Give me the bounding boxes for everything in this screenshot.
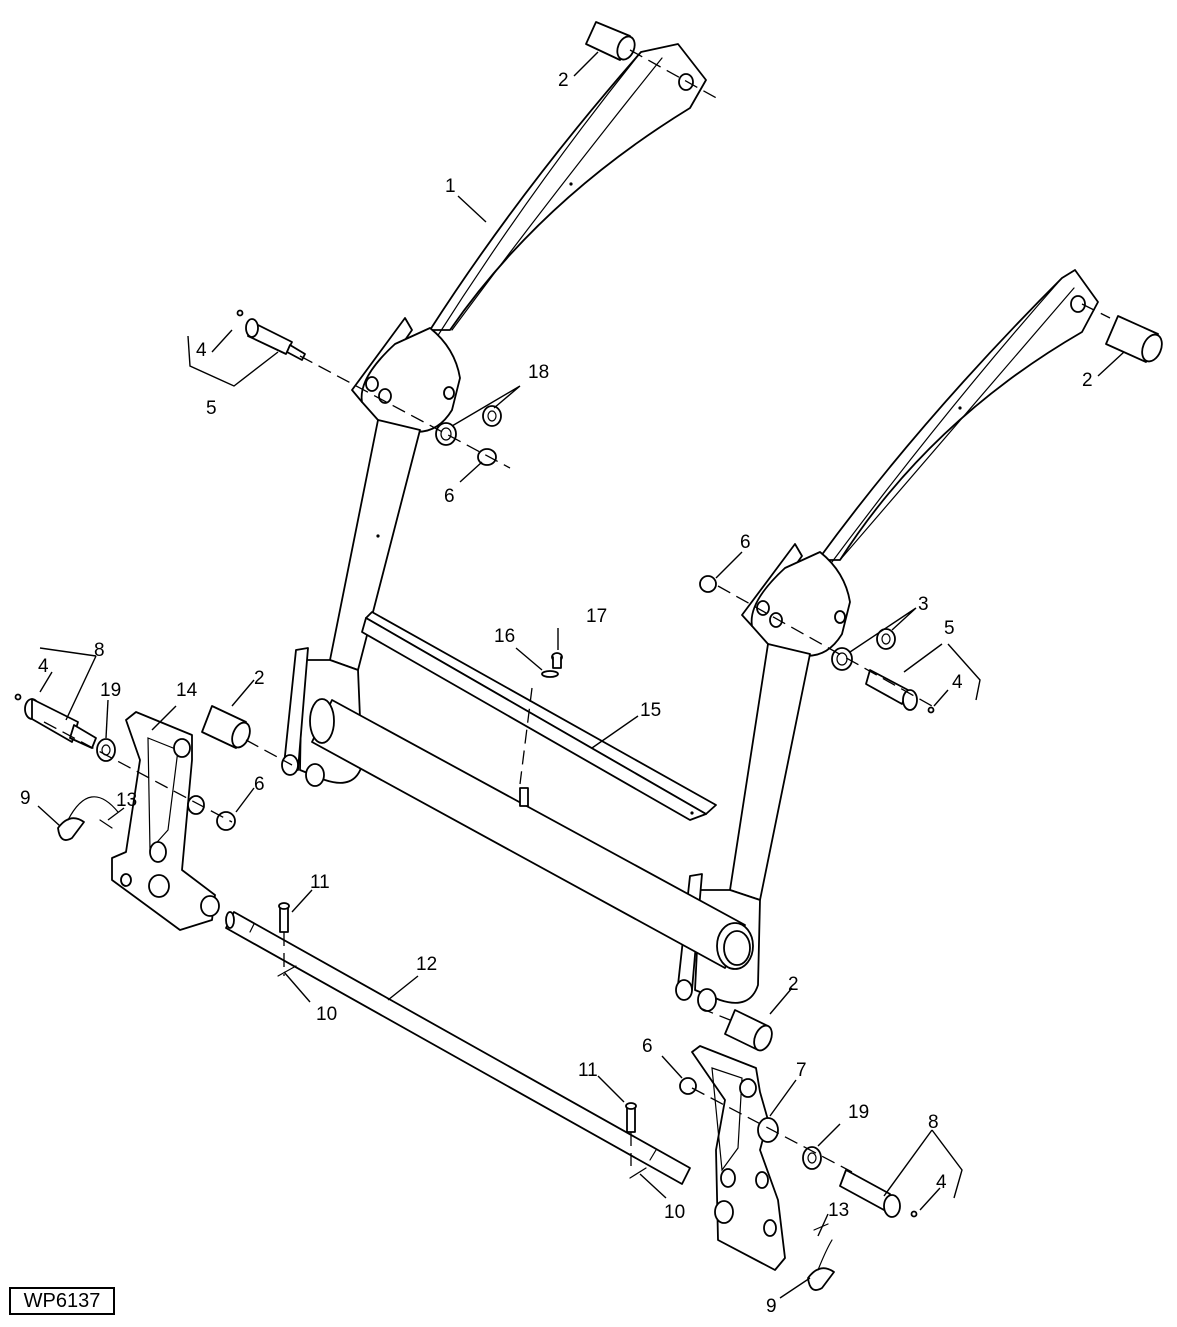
bushing-top-right — [1105, 315, 1163, 363]
pivot-pin-left — [236, 309, 306, 361]
mount-bracket-left — [111, 711, 220, 931]
lock-pin-lower — [625, 1102, 637, 1133]
callout-5-left: 5 — [206, 398, 217, 419]
callout-3: 3 — [918, 594, 929, 615]
callout-2-top-right: 2 — [1082, 370, 1093, 391]
callout-2-right-leg: 2 — [788, 974, 799, 995]
callout-numbers: 1 2 2 2 2 3 4 4 4 4 5 5 6 6 6 6 7 8 8 9 … — [20, 70, 1093, 1317]
callout-4-right-pin: 4 — [952, 672, 963, 693]
bushing-left-leg — [201, 705, 251, 749]
callout-1: 1 — [445, 176, 456, 197]
callout-6-right: 6 — [740, 532, 751, 553]
callout-6-right-bracket: 6 — [642, 1036, 653, 1057]
callout-12: 12 — [416, 954, 437, 975]
callout-6-top: 6 — [444, 486, 455, 507]
callout-14: 14 — [176, 680, 198, 701]
callout-8-right: 8 — [928, 1112, 939, 1133]
left-boom-pivot-bracket — [351, 317, 461, 433]
left-boom-arm — [429, 43, 707, 341]
callout-19-left: 19 — [100, 680, 121, 701]
callout-17: 17 — [586, 606, 607, 627]
bushings-3 — [831, 628, 896, 671]
callout-2-top-left: 2 — [558, 70, 569, 91]
cross-tube — [309, 698, 754, 970]
mount-bracket-right — [691, 1045, 786, 1271]
lock-pin-upper — [278, 902, 290, 933]
callout-10-upper: 10 — [316, 1004, 337, 1025]
hitch-rod — [225, 911, 691, 1185]
callout-18: 18 — [528, 362, 549, 383]
callout-4-right-side: 4 — [936, 1172, 947, 1193]
bolt-17-and-washer-16 — [519, 652, 563, 807]
bushing-right-leg — [724, 1009, 773, 1052]
callout-4-top-left: 4 — [196, 340, 207, 361]
callout-11-lower: 11 — [578, 1060, 598, 1081]
cotter-pins-10 — [277, 965, 647, 1179]
right-boom-pivot-bracket — [741, 543, 851, 657]
callout-13-right: 13 — [828, 1200, 849, 1221]
centerlines — [43, 49, 1111, 1173]
callout-4-left-side: 4 — [38, 656, 49, 677]
callout-6-left-bracket: 6 — [254, 774, 265, 795]
bushing-top-left — [585, 21, 636, 61]
cotter-pins-13 — [99, 819, 829, 1231]
side-pin-right — [839, 1169, 918, 1218]
callout-16: 16 — [494, 626, 515, 647]
callout-8-left: 8 — [94, 640, 105, 661]
callout-10-lower: 10 — [664, 1202, 685, 1223]
pivot-pin-right — [865, 669, 935, 714]
spacer-right — [802, 1146, 822, 1170]
right-boom-arm — [817, 269, 1099, 571]
bushings-18 — [435, 405, 502, 446]
spacer-left — [96, 738, 116, 762]
side-pin-left — [14, 693, 97, 749]
callout-7: 7 — [796, 1060, 807, 1081]
callout-9-right: 9 — [766, 1296, 777, 1317]
callout-15: 15 — [640, 700, 661, 721]
cross-brace-angle — [361, 611, 717, 821]
figure-id-label: WP6137 — [9, 1287, 115, 1315]
callout-2-left-leg: 2 — [254, 668, 265, 689]
callout-11-upper: 11 — [310, 872, 330, 893]
leader-lines — [37, 51, 1125, 1299]
callout-19-right: 19 — [848, 1102, 869, 1123]
callout-5-right: 5 — [944, 618, 955, 639]
callout-13-left: 13 — [116, 790, 137, 811]
nuts-6 — [216, 448, 717, 1095]
lynch-pins-9 — [57, 796, 835, 1291]
callout-9-left: 9 — [20, 788, 31, 809]
